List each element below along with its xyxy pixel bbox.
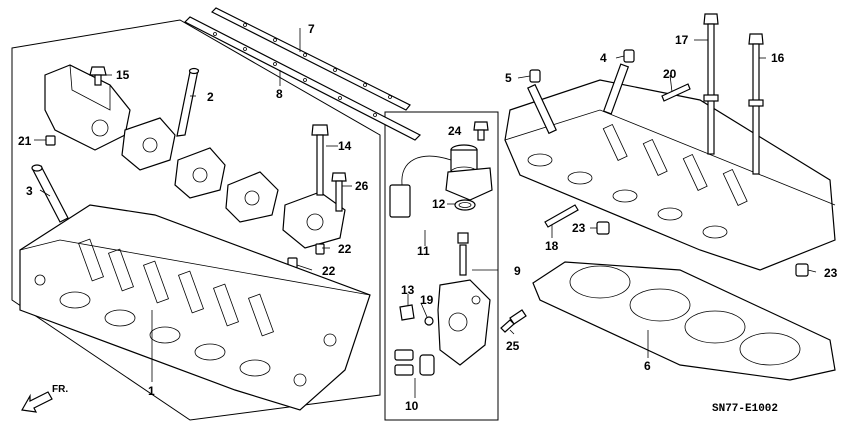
rocker-shaft-upper bbox=[210, 7, 411, 111]
callout-25: 25 bbox=[506, 339, 520, 353]
callout-9: 9 bbox=[514, 264, 521, 278]
stud-20 bbox=[661, 83, 691, 102]
head-gasket-6 bbox=[532, 261, 836, 381]
callout-2: 2 bbox=[207, 90, 214, 104]
callout-7: 7 bbox=[308, 22, 315, 36]
callout-17: 17 bbox=[675, 33, 689, 47]
callout-26: 26 bbox=[355, 179, 369, 193]
callout-11: 11 bbox=[417, 244, 430, 258]
callout-5: 5 bbox=[505, 71, 512, 85]
callout-15: 15 bbox=[116, 68, 130, 82]
callout-24: 24 bbox=[448, 124, 462, 138]
callout-23-right: 23 bbox=[824, 266, 838, 280]
leader-lines bbox=[34, 28, 817, 398]
dowel-pin-23-left bbox=[596, 221, 610, 235]
callout-4: 4 bbox=[600, 51, 607, 65]
callout-22-upper: 22 bbox=[338, 242, 352, 256]
callout-18: 18 bbox=[545, 239, 559, 253]
callout-13: 13 bbox=[401, 283, 415, 297]
stud-18 bbox=[544, 204, 579, 228]
callout-19: 19 bbox=[420, 293, 434, 307]
front-label: FR. bbox=[52, 384, 68, 395]
rocker-arm-assembly bbox=[44, 64, 346, 249]
left-group-frame bbox=[11, 19, 381, 421]
oil-pipe-2 bbox=[176, 67, 200, 137]
bolt-16 bbox=[748, 33, 764, 175]
bolt-24 bbox=[473, 121, 489, 141]
callout-20: 20 bbox=[663, 67, 677, 81]
callout-16: 16 bbox=[771, 51, 785, 65]
washer-19 bbox=[424, 316, 434, 326]
rocker-shaft-lower bbox=[183, 16, 422, 141]
oring-12 bbox=[454, 199, 476, 211]
plug-5 bbox=[527, 69, 557, 135]
front-direction-indicator: FR. bbox=[21, 384, 68, 413]
front-arrow-icon bbox=[21, 391, 53, 413]
callout-22-lower: 22 bbox=[322, 264, 336, 278]
solenoid-11 bbox=[389, 144, 493, 218]
valve-body-9 bbox=[437, 232, 491, 366]
callout-10: 10 bbox=[405, 399, 419, 413]
bolt-25 bbox=[500, 309, 527, 333]
callout-6: 6 bbox=[644, 359, 651, 373]
callout-21: 21 bbox=[18, 134, 32, 148]
oil-pipe-3 bbox=[31, 164, 69, 223]
callout-12: 12 bbox=[432, 197, 446, 211]
diagram-code: SN77-E1002 bbox=[712, 403, 778, 415]
callout-3: 3 bbox=[26, 184, 33, 198]
vtc-group-frame bbox=[384, 111, 499, 421]
callout-14: 14 bbox=[338, 139, 352, 153]
plug-4 bbox=[602, 49, 635, 115]
cylinder-head-left bbox=[19, 204, 371, 411]
dowel-pin-21 bbox=[45, 135, 56, 146]
sensor-13 bbox=[399, 304, 415, 321]
bolt-26 bbox=[331, 172, 347, 212]
callout-8: 8 bbox=[276, 87, 283, 101]
dowel-pin-23-right bbox=[795, 263, 809, 277]
bolt-17 bbox=[703, 13, 719, 155]
bolt-14 bbox=[311, 124, 329, 196]
callout-1: 1 bbox=[148, 384, 155, 398]
callout-23-left: 23 bbox=[572, 221, 586, 235]
dowel-pin-22-upper bbox=[315, 243, 325, 255]
gasket-10 bbox=[394, 349, 435, 376]
